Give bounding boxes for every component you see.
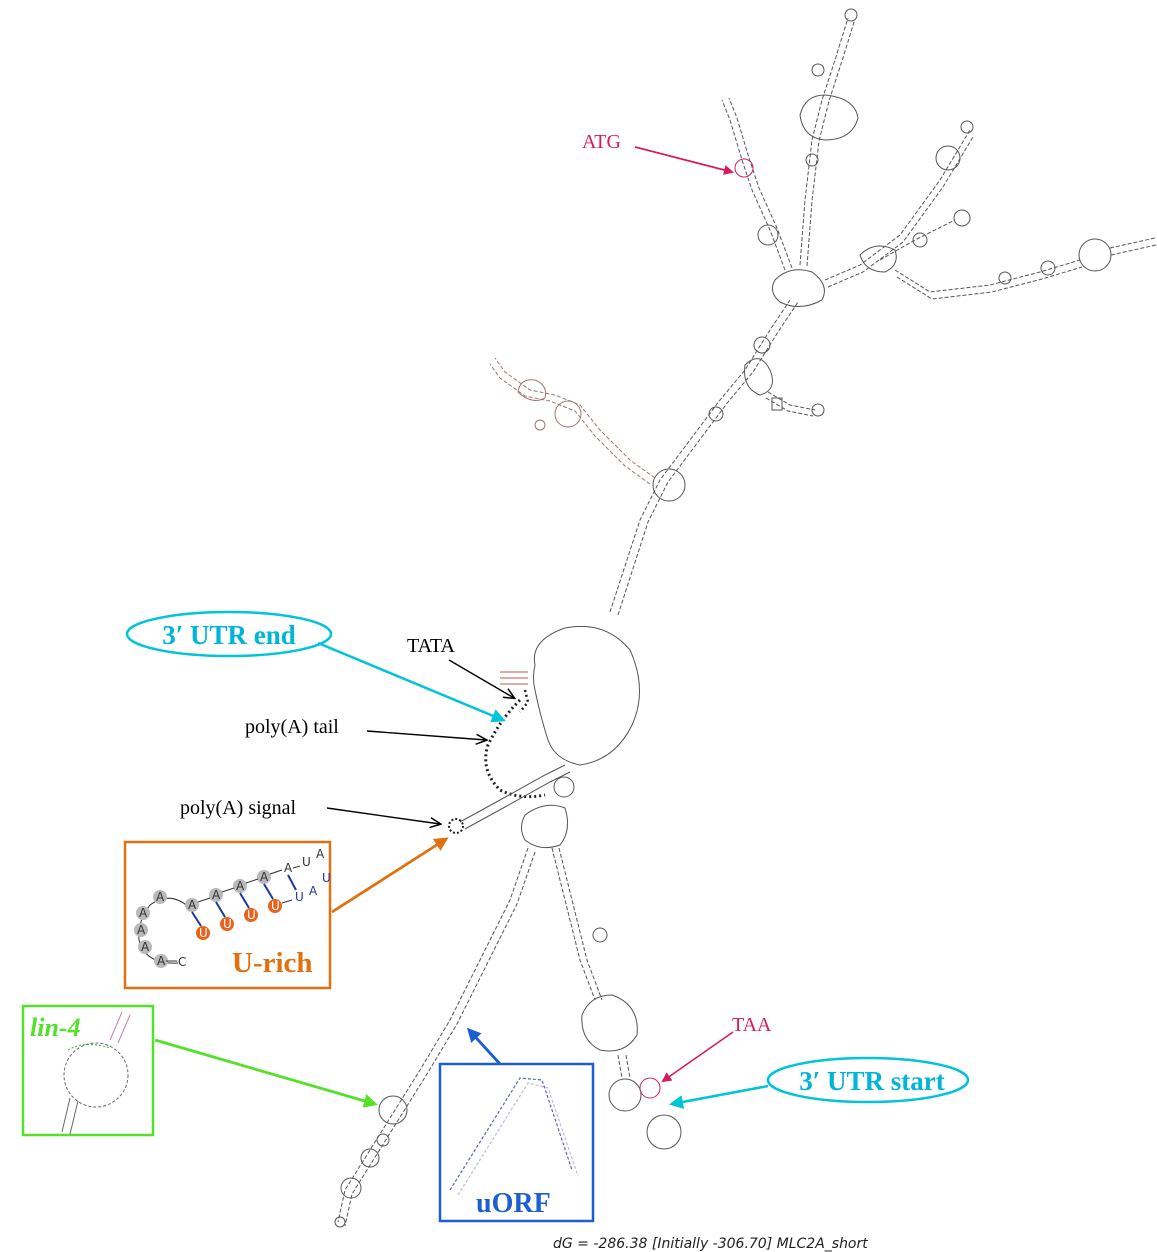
utr3-start-arrow [669,1084,769,1109]
u-rich-base: U [295,890,304,904]
central-multiloop [533,625,641,766]
u-rich-base: U [223,917,232,931]
rna-structure-drawing [334,8,1157,1228]
u-rich-base: A [212,888,221,902]
polya-tail-annotation: poly(A) tail [245,716,486,740]
loop [652,468,686,502]
tata-segment [519,689,530,713]
upper-junction-loop [771,269,825,307]
right-branches [824,120,1157,300]
u-rich-base: A [316,847,325,861]
atg-arrow [634,146,734,175]
utr3-end-arrow [317,641,506,723]
upper-left-branch [489,357,656,485]
u-rich-title: U-rich [232,947,313,979]
lower-left-branch [334,847,536,1228]
lin4-inset: lin-4 [21,1004,378,1137]
loop [753,336,771,354]
u-rich-hairpin: A A A A A C A A A A A U A [134,847,331,969]
u-rich-base: A [309,884,318,898]
tata-label: TATA [407,635,455,657]
atg-branch [721,97,793,271]
utr3-start-bubble [766,1056,970,1104]
utr3-start-annotation: 3′ UTR start [669,1056,970,1109]
uorf-miniature-structure [449,1077,579,1196]
uorf-arrow [466,1027,502,1065]
top-branch [799,8,859,267]
u-rich-base: U [271,899,280,913]
taa-arrow [661,1031,734,1083]
taa-annotation: TAA [661,1014,772,1083]
lower-right-branch [551,847,682,1150]
utr3-end-bubble [125,610,333,658]
u-rich-base: U [199,926,208,940]
u-rich-base: U [302,855,311,869]
u-rich-base: A [284,861,293,875]
red-helix [500,671,528,685]
loop [553,776,575,798]
structure-caption: dG = -286.38 [Initially -306.70] MLC2A_s… [553,1236,868,1252]
polya-signal-arrow [326,807,440,824]
u-rich-arrow [331,837,449,914]
atg-annotation: ATG [582,131,734,175]
lin4-arrow [154,1038,378,1108]
tata-arrow [448,659,514,698]
loop [708,406,724,422]
u-rich-base: U [247,908,256,922]
polya-signal-annotation: poly(A) signal [180,797,440,824]
tata-annotation: TATA [407,635,514,698]
u-rich-base: C [178,955,186,969]
upper-main-stem [609,299,799,616]
mid-right-branch [744,358,825,417]
uorf-inset: uORF [438,1027,595,1223]
polya-signal-loop [448,818,464,834]
u-rich-base: A [137,923,146,937]
u-rich-base: A [260,870,269,884]
uorf-title: uORF [476,1188,551,1219]
taa-label: TAA [732,1014,772,1036]
polya-signal-label: poly(A) signal [180,797,297,819]
utr3-start-label: 3′ UTR start [799,1066,945,1096]
u-rich-base: A [141,940,150,954]
lin4-frame [21,1004,155,1137]
uorf-frame [438,1062,595,1223]
u-rich-base: A [156,890,165,904]
lin4-miniature-structure [61,1011,131,1135]
polya-tail-arrow [366,730,486,740]
u-rich-base: A [139,906,148,920]
u-rich-base: U [322,871,331,885]
lower-junction-loop [521,804,569,849]
utr3-end-annotation: 3′ UTR end [125,610,506,723]
u-rich-base: A [157,954,166,968]
polya-tail-path [484,698,546,799]
u-rich-base: A [236,879,245,893]
polya-tail-label: poly(A) tail [245,716,339,738]
u-rich-inset: A A A A A C A A A A A U A [123,837,449,990]
u-rich-base: A [188,898,197,912]
lin4-title: lin-4 [30,1013,81,1042]
utr3-end-label: 3′ UTR end [162,620,296,650]
lower-trunk [459,764,566,823]
atg-label: ATG [582,131,621,153]
